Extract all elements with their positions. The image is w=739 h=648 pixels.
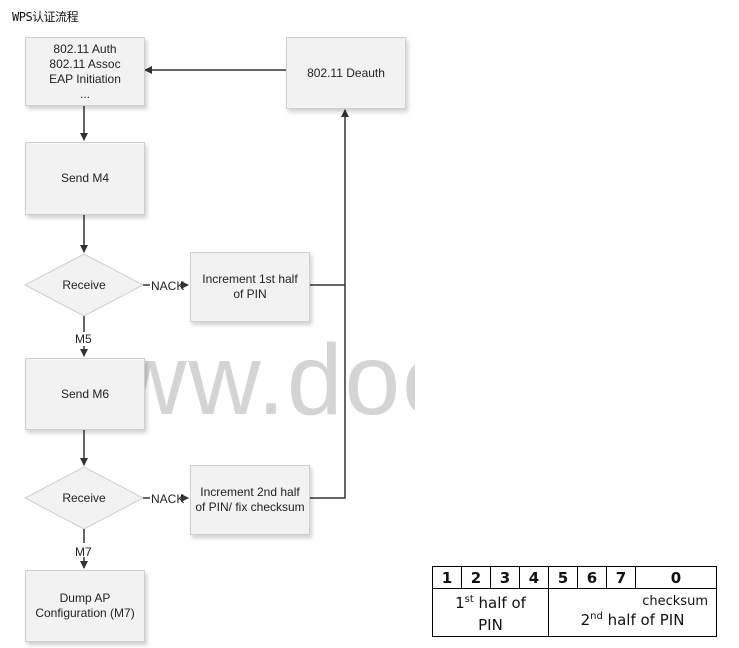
nack-1-label: NACK	[151, 279, 185, 293]
receive-1-label: Receive	[62, 278, 106, 292]
increment-1st-half-box: Increment 1st half of PIN	[190, 252, 310, 322]
pin-digit: 3	[490, 566, 520, 589]
pin-structure-table: 1 2 3 4 5 6 7 0 1st half of PIN checksum…	[432, 566, 717, 637]
m5-label: M5	[75, 332, 92, 346]
increment-2-line-1: Increment 2nd half	[200, 485, 300, 499]
second-half-text: half of PIN	[602, 611, 685, 629]
first-half-num: 1	[455, 594, 465, 612]
auth-line-4: ...	[79, 86, 90, 101]
send-m6-box: Send M6	[25, 358, 145, 430]
first-half-text2: PIN	[478, 616, 503, 634]
first-half-text: half of	[473, 594, 526, 612]
page-title: WPS认证流程	[12, 10, 79, 24]
pin-digit: 6	[577, 566, 607, 589]
increment-2nd-half-box: Increment 2nd half of PIN/ fix checksum	[190, 465, 310, 535]
deauth-box: 802.11 Deauth	[286, 37, 406, 109]
auth-line-2: 802.11 Assoc	[49, 56, 121, 71]
pin-first-half-cell: 1st half of PIN	[432, 588, 549, 637]
receive-2-label: Receive	[62, 491, 106, 505]
dump-line-2: Configuration (M7)	[35, 606, 135, 620]
pin-checksum-digit: 0	[635, 566, 717, 589]
second-half-num: 2	[580, 611, 591, 629]
pin-second-half-cell: checksum 2nd half of PIN	[548, 588, 717, 637]
pin-halves-row: 1st half of PIN checksum 2nd half of PIN	[432, 588, 717, 637]
auth-line-1: 802.11 Auth	[53, 41, 117, 56]
nack-2-label: NACK	[151, 492, 185, 506]
increment-1-line-1: Increment 1st half	[202, 272, 298, 286]
pin-digit: 7	[606, 566, 636, 589]
send-m4-label: Send M4	[60, 171, 110, 185]
deauth-label: 802.11 Deauth	[307, 65, 385, 80]
auth-assoc-box: 802.11 Auth 802.11 Assoc EAP Initiation …	[25, 37, 145, 106]
send-m6-label: Send M6	[60, 386, 110, 401]
line-inc2-to-deauth	[309, 109, 349, 499]
second-half-sup: nd	[590, 611, 603, 622]
pin-digits-row: 1 2 3 4 5 6 7 0	[432, 566, 717, 589]
m7-label: M7	[75, 545, 92, 559]
checksum-label: checksum	[642, 594, 708, 609]
pin-digit: 1	[432, 566, 462, 589]
increment-1-line-2: of PIN	[233, 287, 267, 301]
send-m4-box: Send M4	[25, 142, 145, 215]
pin-digit: 5	[548, 566, 578, 589]
dump-line-1: Dump AP	[59, 591, 111, 605]
auth-line-3: EAP Initiation	[49, 71, 121, 86]
first-half-sup: st	[464, 594, 474, 605]
pin-digit: 4	[519, 566, 549, 589]
dump-ap-box: Dump AP Configuration (M7)	[25, 570, 145, 642]
pin-digit: 2	[461, 566, 491, 589]
increment-2-line-2: of PIN/ fix checksum	[195, 500, 305, 514]
